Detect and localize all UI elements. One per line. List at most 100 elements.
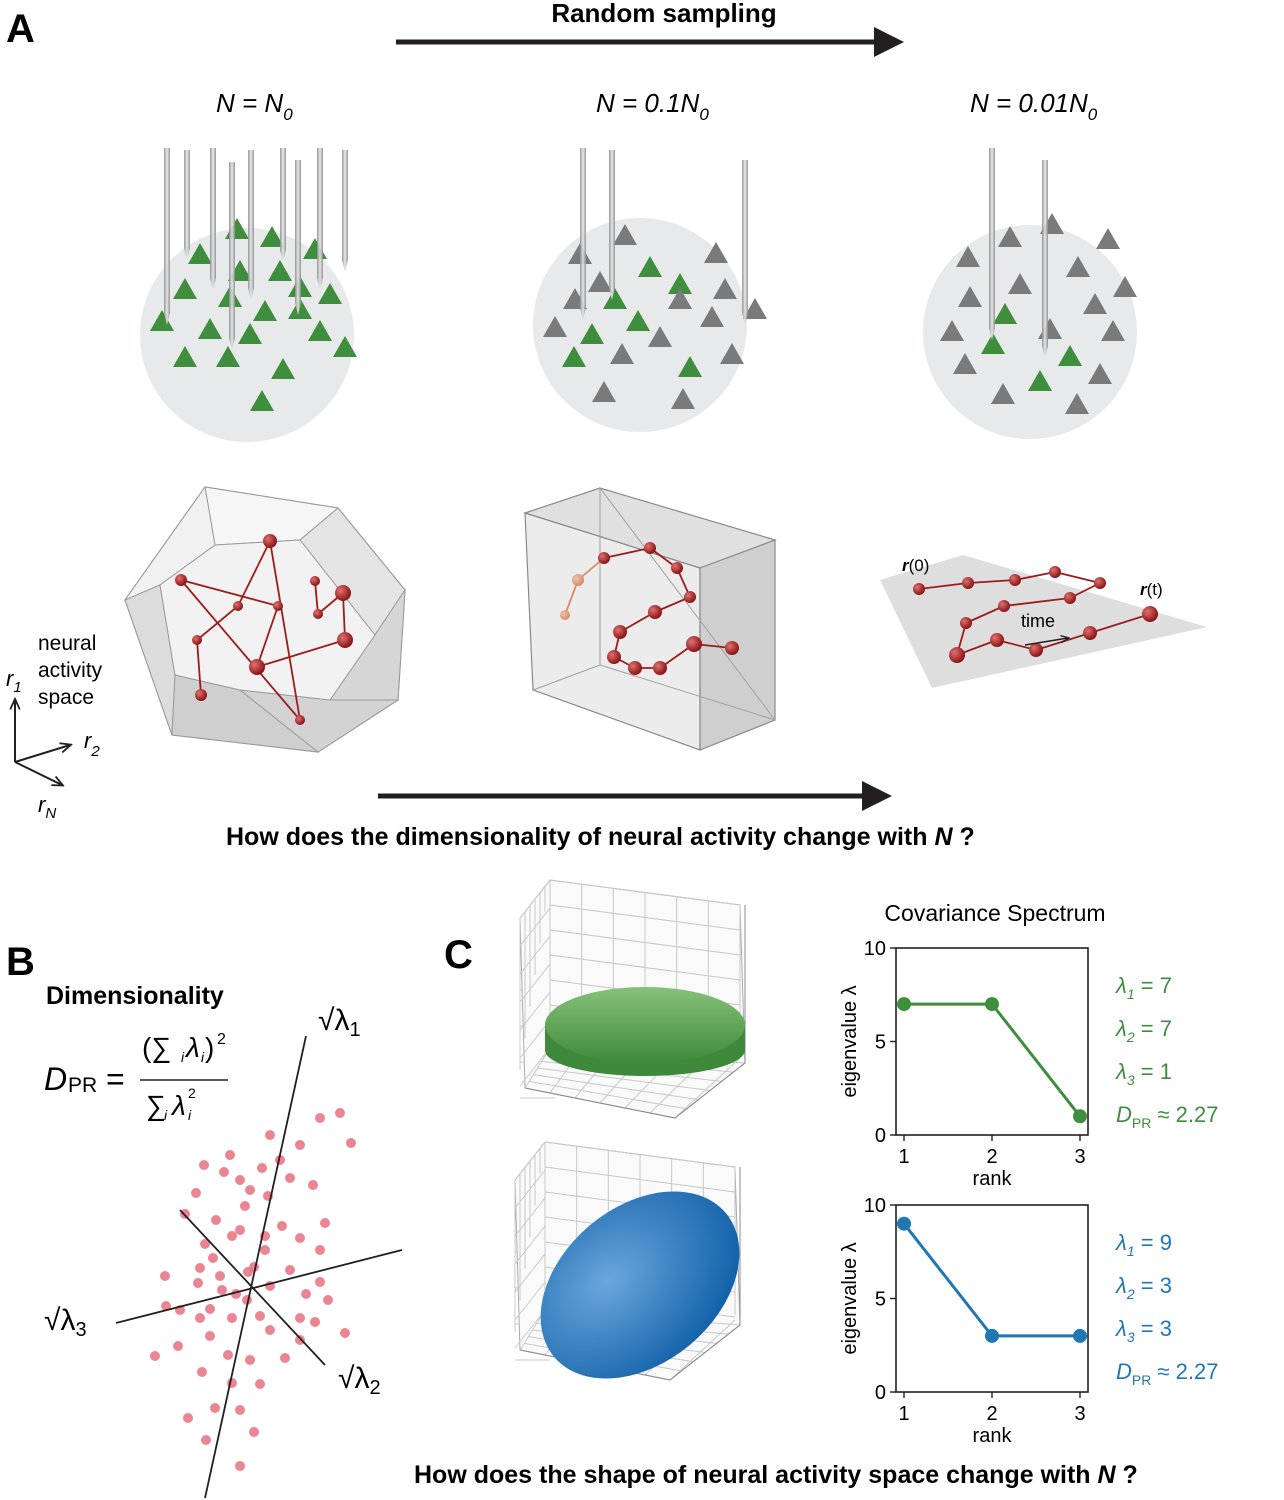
electrode-needle xyxy=(989,148,995,340)
neuron-triangle xyxy=(580,323,604,344)
y-tick-label: 5 xyxy=(875,1032,886,1054)
sample-point xyxy=(199,1160,209,1170)
neuron-triangle xyxy=(1096,228,1120,249)
neuron-triangle xyxy=(188,243,212,264)
sample-point xyxy=(217,1285,227,1295)
neuron-triangle xyxy=(953,353,977,374)
neuron-triangle xyxy=(613,224,637,245)
traj-end-label: r(t) xyxy=(1140,580,1163,599)
neuron-triangle xyxy=(981,333,1005,354)
axis-glyph xyxy=(15,700,70,785)
neuron-triangle xyxy=(562,346,586,367)
sample-point xyxy=(257,1163,267,1173)
electrode-needle xyxy=(295,160,301,315)
y-axis-label: eigenvalue λ xyxy=(839,985,861,1097)
y-tick-label: 10 xyxy=(864,938,886,960)
svg-text:): ) xyxy=(205,1032,214,1063)
electrode-needle xyxy=(280,148,286,262)
panel-a-letter: A xyxy=(6,7,35,51)
plot-frame xyxy=(895,1204,1089,1393)
neuron-triangle xyxy=(588,271,612,292)
neuron-triangle xyxy=(268,260,292,281)
sample-point xyxy=(265,1130,275,1140)
trajectory-state xyxy=(1049,566,1061,578)
svg-text:2: 2 xyxy=(217,1031,226,1048)
trajectory-state xyxy=(960,617,972,629)
grid-line xyxy=(514,1309,546,1349)
sample-point xyxy=(235,1405,245,1415)
trajectory-state xyxy=(233,601,243,611)
sample-point xyxy=(205,1304,215,1314)
sample-point xyxy=(260,1245,270,1255)
sample-point xyxy=(235,1461,245,1471)
trajectory-segment xyxy=(180,579,301,721)
x-tick-label: 2 xyxy=(986,1146,997,1168)
electrode-needle xyxy=(742,160,748,325)
sample-point xyxy=(160,1271,170,1281)
svg-text:∑: ∑ xyxy=(146,1090,166,1121)
neuron-triangle xyxy=(998,226,1022,247)
neuron-triangle xyxy=(173,346,197,367)
neuron-triangle xyxy=(668,273,692,294)
neuron-triangle xyxy=(1066,256,1090,277)
svg-text:i: i xyxy=(181,1049,185,1065)
sample-point xyxy=(161,1301,171,1311)
electrode-needle xyxy=(210,148,216,290)
trajectory-state xyxy=(1009,574,1021,586)
neuron-triangle xyxy=(704,242,728,263)
electrode-needle xyxy=(342,150,348,272)
y-tick-label: 0 xyxy=(875,1125,886,1147)
grid-line xyxy=(674,1062,746,1119)
trajectory-state xyxy=(913,583,925,595)
sample-point xyxy=(301,1289,311,1299)
neuron-triangle xyxy=(648,326,672,347)
trajectory-segment xyxy=(564,579,579,616)
neuron-triangle xyxy=(238,323,262,344)
neuron-triangle xyxy=(271,358,295,379)
trajectory-state xyxy=(195,689,207,701)
grid-line xyxy=(669,1319,736,1381)
axis-r2-label: r2 xyxy=(84,728,100,760)
trajectory-state xyxy=(1064,592,1076,604)
trajectory-state xyxy=(644,542,656,554)
neuron-triangle xyxy=(668,288,692,309)
trajectory-state xyxy=(962,577,974,589)
y-axis-label: eigenvalue λ xyxy=(839,1242,861,1354)
sample-point xyxy=(295,1140,305,1150)
space-label-line-2: activity xyxy=(38,659,103,682)
condition-label-1: N = N0 xyxy=(216,88,293,124)
trajectory-state xyxy=(725,641,739,655)
y-tick-label: 0 xyxy=(875,1382,886,1404)
svg-text:N = N0: N = N0 xyxy=(216,88,293,124)
data-point xyxy=(985,997,999,1012)
electrode-needle xyxy=(164,148,170,325)
x-tick-label: 2 xyxy=(986,1403,997,1425)
sample-point xyxy=(285,1173,295,1183)
neuron-triangle xyxy=(1088,363,1112,384)
trajectory-state xyxy=(175,574,187,586)
sample-point xyxy=(183,1413,193,1423)
spectrum-title: Covariance Spectrum xyxy=(884,900,1105,926)
sample-point xyxy=(346,1138,356,1148)
electrode-needle xyxy=(580,148,586,320)
cube-shape xyxy=(523,486,777,751)
grid-line xyxy=(674,1057,741,1119)
neurons xyxy=(150,213,1137,414)
sample-point xyxy=(200,1239,210,1249)
lambda2-label: √λ2 xyxy=(338,1362,381,1399)
sample-point xyxy=(277,1221,287,1231)
lambda3-label: √λ3 xyxy=(44,1304,87,1341)
svg-text:=: = xyxy=(106,1061,125,1097)
eigenvalue-annotation: λ2 = 3 xyxy=(1115,1273,1172,1302)
trajectory-segment xyxy=(256,605,279,668)
grid-line xyxy=(519,1047,551,1087)
neuron-triangle xyxy=(626,310,650,331)
x-axis-label: rank xyxy=(973,1425,1013,1447)
eigenvalue-annotation: λ3 = 1 xyxy=(1115,1059,1172,1088)
sample-point xyxy=(173,1341,183,1351)
svg-text:D: D xyxy=(44,1061,67,1097)
neuron-triangle xyxy=(253,300,277,321)
space-label-line-3: space xyxy=(38,686,94,709)
x-tick-label: 3 xyxy=(1074,1146,1085,1168)
trajectory-segment xyxy=(180,579,279,607)
